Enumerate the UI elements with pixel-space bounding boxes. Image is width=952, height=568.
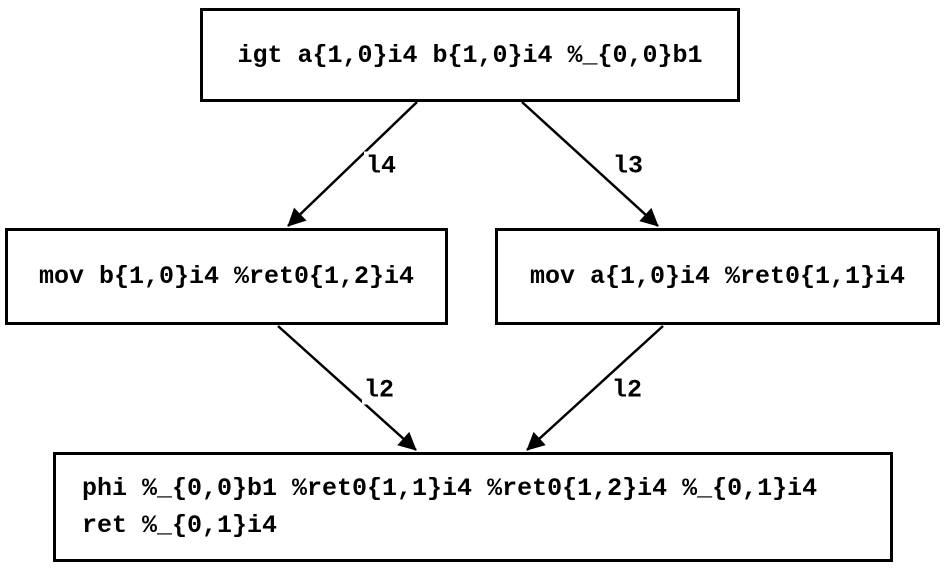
- edge-label-l3: l3: [610, 151, 646, 181]
- node-mov-left-text: mov b{1,0}i4 %ret0{1,2}i4: [38, 262, 415, 291]
- node-igt: igt a{1,0}i4 b{1,0}i4 %_{0,0}b1: [200, 8, 740, 102]
- node-mov-right-text: mov a{1,0}i4 %ret0{1,1}i4: [529, 262, 906, 291]
- node-phi-ret-line1: phi %_{0,0}b1 %ret0{1,1}i4 %ret0{1,2}i4 …: [82, 474, 818, 503]
- node-phi-ret-line2: ret %_{0,1}i4: [82, 511, 278, 540]
- edge-label-l2-left: l2: [361, 375, 397, 405]
- node-mov-left: mov b{1,0}i4 %ret0{1,2}i4: [5, 228, 448, 325]
- node-phi-ret: phi %_{0,0}b1 %ret0{1,1}i4 %ret0{1,2}i4 …: [53, 452, 893, 562]
- node-igt-text: igt a{1,0}i4 b{1,0}i4 %_{0,0}b1: [237, 40, 703, 70]
- edge-label-l4: l4: [363, 151, 399, 181]
- edge-label-l2-right: l2: [609, 375, 645, 405]
- node-mov-right: mov a{1,0}i4 %ret0{1,1}i4: [495, 228, 940, 325]
